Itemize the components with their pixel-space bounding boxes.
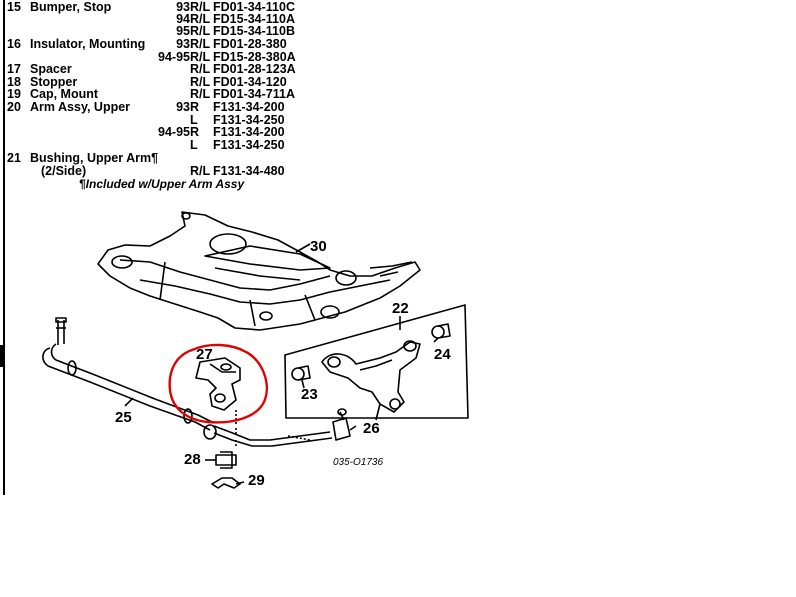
part-code: FD15-34-110A [213, 12, 295, 26]
callout-26: 26 [363, 420, 380, 437]
part-side: L [190, 138, 198, 152]
highlight-circle [168, 343, 269, 424]
part-years: 93 [176, 37, 190, 51]
part-name: Arm Assy, Upper [30, 100, 131, 114]
clamp-29-drawing [211, 477, 241, 489]
part-side: R [190, 125, 200, 139]
callout-23: 23 [301, 386, 318, 403]
part-number: 19 [7, 87, 21, 101]
part-side: R/L [190, 164, 211, 178]
part-side: R/L [190, 24, 211, 38]
crossmember-drawing [97, 211, 421, 331]
part-code: FD01-34-110C [213, 0, 295, 14]
part-code: F131-34-250 [213, 138, 285, 152]
part-side: R/L [190, 12, 211, 26]
part-name: Stopper [30, 75, 78, 89]
stabilizer-bar-drawing [42, 317, 333, 447]
part-side: R/L [190, 50, 211, 64]
part-code: F131-34-480 [213, 164, 285, 178]
part-side: R/L [190, 75, 211, 89]
callout-24: 24 [434, 346, 451, 363]
left-border-tick [0, 345, 3, 367]
part-years: 94 [176, 12, 190, 26]
part-code: F131-34-200 [213, 100, 285, 114]
part-number: 20 [7, 100, 21, 114]
part-number: 17 [7, 62, 21, 76]
bracket-drawing [195, 357, 241, 448]
callout-30: 30 [310, 238, 327, 255]
callout-28: 28 [184, 451, 201, 468]
part-name: (2/Side) [41, 164, 87, 178]
part-side: R/L [190, 0, 211, 14]
footnote: ¶Included w/Upper Arm Assy [79, 177, 245, 191]
part-code: FD01-34-120 [213, 75, 287, 89]
part-years: 94-95 [158, 125, 190, 139]
part-side: R/L [190, 37, 211, 51]
part-years: 93 [176, 0, 190, 14]
callout-25: 25 [115, 409, 132, 426]
part-number: 15 [7, 0, 21, 14]
part-code: FD15-34-110B [213, 24, 295, 38]
part-number: 21 [7, 151, 21, 165]
part-years: 94-95 [158, 50, 190, 64]
lower-arm-drawing [284, 304, 469, 441]
part-name: Insulator, Mounting [30, 37, 146, 51]
part-code: FD01-34-711A [213, 87, 295, 101]
callout-27: 27 [196, 346, 213, 363]
part-name: Bushing, Upper Arm¶ [30, 151, 159, 165]
diagram-code: 035-O1736 [333, 457, 383, 468]
part-side: L [190, 113, 198, 127]
callout-22: 22 [392, 300, 409, 317]
part-side: R [190, 100, 200, 114]
part-years: 93 [176, 100, 190, 114]
part-code: FD15-28-380A [213, 50, 296, 64]
part-name: Spacer [30, 62, 72, 76]
part-side: R/L [190, 62, 211, 76]
part-code: FD01-28-123A [213, 62, 296, 76]
left-border-line [3, 0, 5, 495]
part-number: 18 [7, 75, 21, 89]
part-code: F131-34-200 [213, 125, 285, 139]
part-number: 16 [7, 37, 21, 51]
callout-29: 29 [248, 472, 265, 489]
part-code: F131-34-250 [213, 113, 285, 127]
part-code: FD01-28-380 [213, 37, 287, 51]
part-side: R/L [190, 87, 211, 101]
bushing-28-drawing [215, 451, 237, 469]
part-name: Bumper, Stop [30, 0, 112, 14]
part-name: Cap, Mount [30, 87, 99, 101]
part-years: 95 [176, 24, 190, 38]
